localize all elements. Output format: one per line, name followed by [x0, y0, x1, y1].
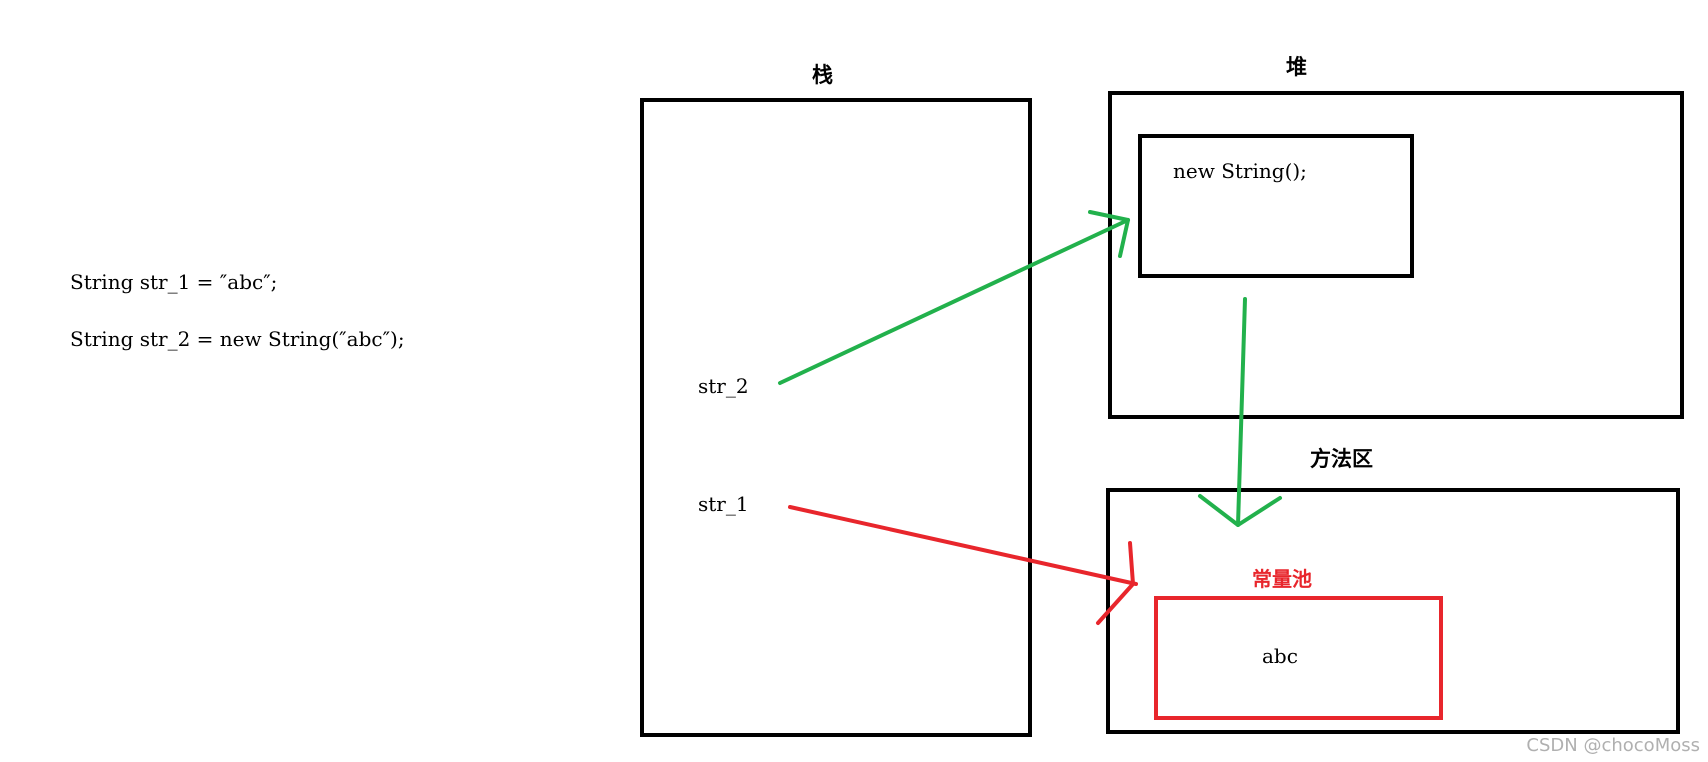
arrow-str1-to-pool — [788, 505, 1138, 625]
heap-object-box — [1138, 134, 1414, 278]
arrow-str2-to-heap-object — [778, 210, 1130, 385]
constant-pool-title: 常量池 — [1252, 567, 1312, 591]
stack-title: 栈 — [812, 63, 833, 87]
code-line-str1: String str_1 = ″abc″; — [70, 270, 278, 294]
constant-pool-box — [1154, 596, 1443, 720]
code-line-str2: String str_2 = new String(″abc″); — [70, 327, 405, 351]
constant-pool-value: abc — [1262, 644, 1298, 668]
watermark: CSDN @chocoMoss — [1526, 735, 1700, 756]
stack-var-str1: str_1 — [698, 492, 749, 516]
method-area-box — [1106, 488, 1680, 734]
method-area-title: 方法区 — [1310, 447, 1373, 471]
stack-box — [640, 98, 1032, 737]
heap-title: 堆 — [1286, 55, 1307, 79]
heap-object-label: new String(); — [1173, 159, 1307, 183]
stack-var-str2: str_2 — [698, 374, 749, 398]
heap-box — [1108, 91, 1684, 419]
arrow-heap-object-to-pool — [1198, 297, 1282, 527]
